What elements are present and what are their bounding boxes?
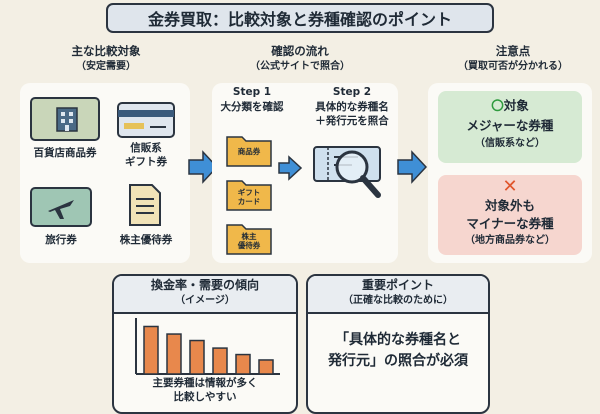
credit-card-tile <box>116 101 176 141</box>
magnifier-ticket-icon <box>313 146 381 198</box>
chart-bar <box>212 347 228 375</box>
circle-ok-icon: 〇 <box>491 98 504 113</box>
folder-label: ギフト カード <box>237 188 261 206</box>
step1-desc: 大分類を確認 <box>220 101 284 113</box>
credit-card-icon <box>117 102 175 138</box>
key-point-text: 「具体的な券種名と 発行元」の照合が必須 <box>328 332 468 369</box>
chart-bar <box>189 339 205 375</box>
ok-title: メジャーな券種 <box>466 118 554 133</box>
folder-icon <box>226 224 272 255</box>
ok-sub: （信販系など） <box>475 138 545 149</box>
comparison-panel: 百貨店商品券 信販系 ギフト券 旅行券 株主優待券 <box>20 83 190 263</box>
step1-label: Step 1 <box>232 86 272 98</box>
comparison-item-label: 株主優待券 <box>119 234 173 246</box>
ng-sub: （地方商品券など） <box>465 235 555 246</box>
folder-item: ギフト カード <box>226 175 272 211</box>
travel-ticket-tile <box>30 187 92 227</box>
chart-bar <box>166 333 182 375</box>
comparison-item-label: 旅行券 <box>45 234 77 246</box>
ok-box: 〇対象 メジャーな券種 （信販系など） <box>438 91 582 163</box>
comparison-header: 主な比較対象 （安定需要） <box>71 44 141 72</box>
folder-icon <box>226 180 272 211</box>
key-point-header: 重要ポイント （正確な比較のために） <box>308 276 488 314</box>
comparison-item-label: 信販系 ギフト券 <box>125 142 167 168</box>
trend-card-header: 換金率・需要の傾向 （イメージ） <box>114 276 296 314</box>
folder-label: 商品券 <box>237 147 261 156</box>
ng-box: ✕ 対象外も マイナーな券種 （地方商品券など） <box>438 175 582 255</box>
step2-label: Step 2 <box>332 86 372 98</box>
flow-header: 確認の流れ （公式サイトで照合） <box>250 44 350 72</box>
ng-label: 対象外も <box>484 198 535 213</box>
folder-item: 商品券 <box>226 131 272 167</box>
chart-bar <box>235 353 251 375</box>
key-point-card: 重要ポイント （正確な比較のために） 「具体的な券種名と 発行元」の照合が必須 <box>306 274 490 414</box>
step2-desc: 具体的な券種名 ＋発行元を照合 <box>315 101 389 127</box>
ok-label-row: 〇対象 <box>491 98 529 113</box>
ng-title: マイナーな券種 <box>466 216 554 231</box>
folder-icon <box>226 136 272 167</box>
cross-icon: ✕ <box>502 176 518 197</box>
notes-panel: 〇対象 メジャーな券種 （信販系など） ✕ 対象外も マイナーな券種 （地方商品… <box>428 83 592 263</box>
trend-chart <box>135 318 280 375</box>
department-store-ticket-tile <box>30 97 100 141</box>
folder-label: 株主 優待券 <box>237 232 261 250</box>
airplane-icon <box>48 200 74 219</box>
building-icon <box>56 107 78 132</box>
shareholder-ticket-tile <box>128 183 162 227</box>
comparison-item-label: 百貨店商品券 <box>33 147 97 159</box>
folder-item: 株主 優待券 <box>226 219 272 255</box>
chart-bar <box>143 325 159 375</box>
arrow-right-icon <box>397 150 427 184</box>
chart-bar <box>258 359 274 375</box>
trend-card: 換金率・需要の傾向 （イメージ） 主要券種は情報が多く 比較しやすい <box>112 274 298 414</box>
page-title: 金券買取：比較対象と券種確認のポイント <box>106 3 494 33</box>
document-icon <box>129 184 161 226</box>
flow-panel: Step 1 大分類を確認 商品券 ギフト カード 株主 優待券 Step 2 … <box>212 83 398 263</box>
notes-header: 注意点 （買取可否が分かれる） <box>458 44 568 72</box>
arrow-right-icon <box>278 155 302 181</box>
arrow-right-icon <box>188 150 218 184</box>
